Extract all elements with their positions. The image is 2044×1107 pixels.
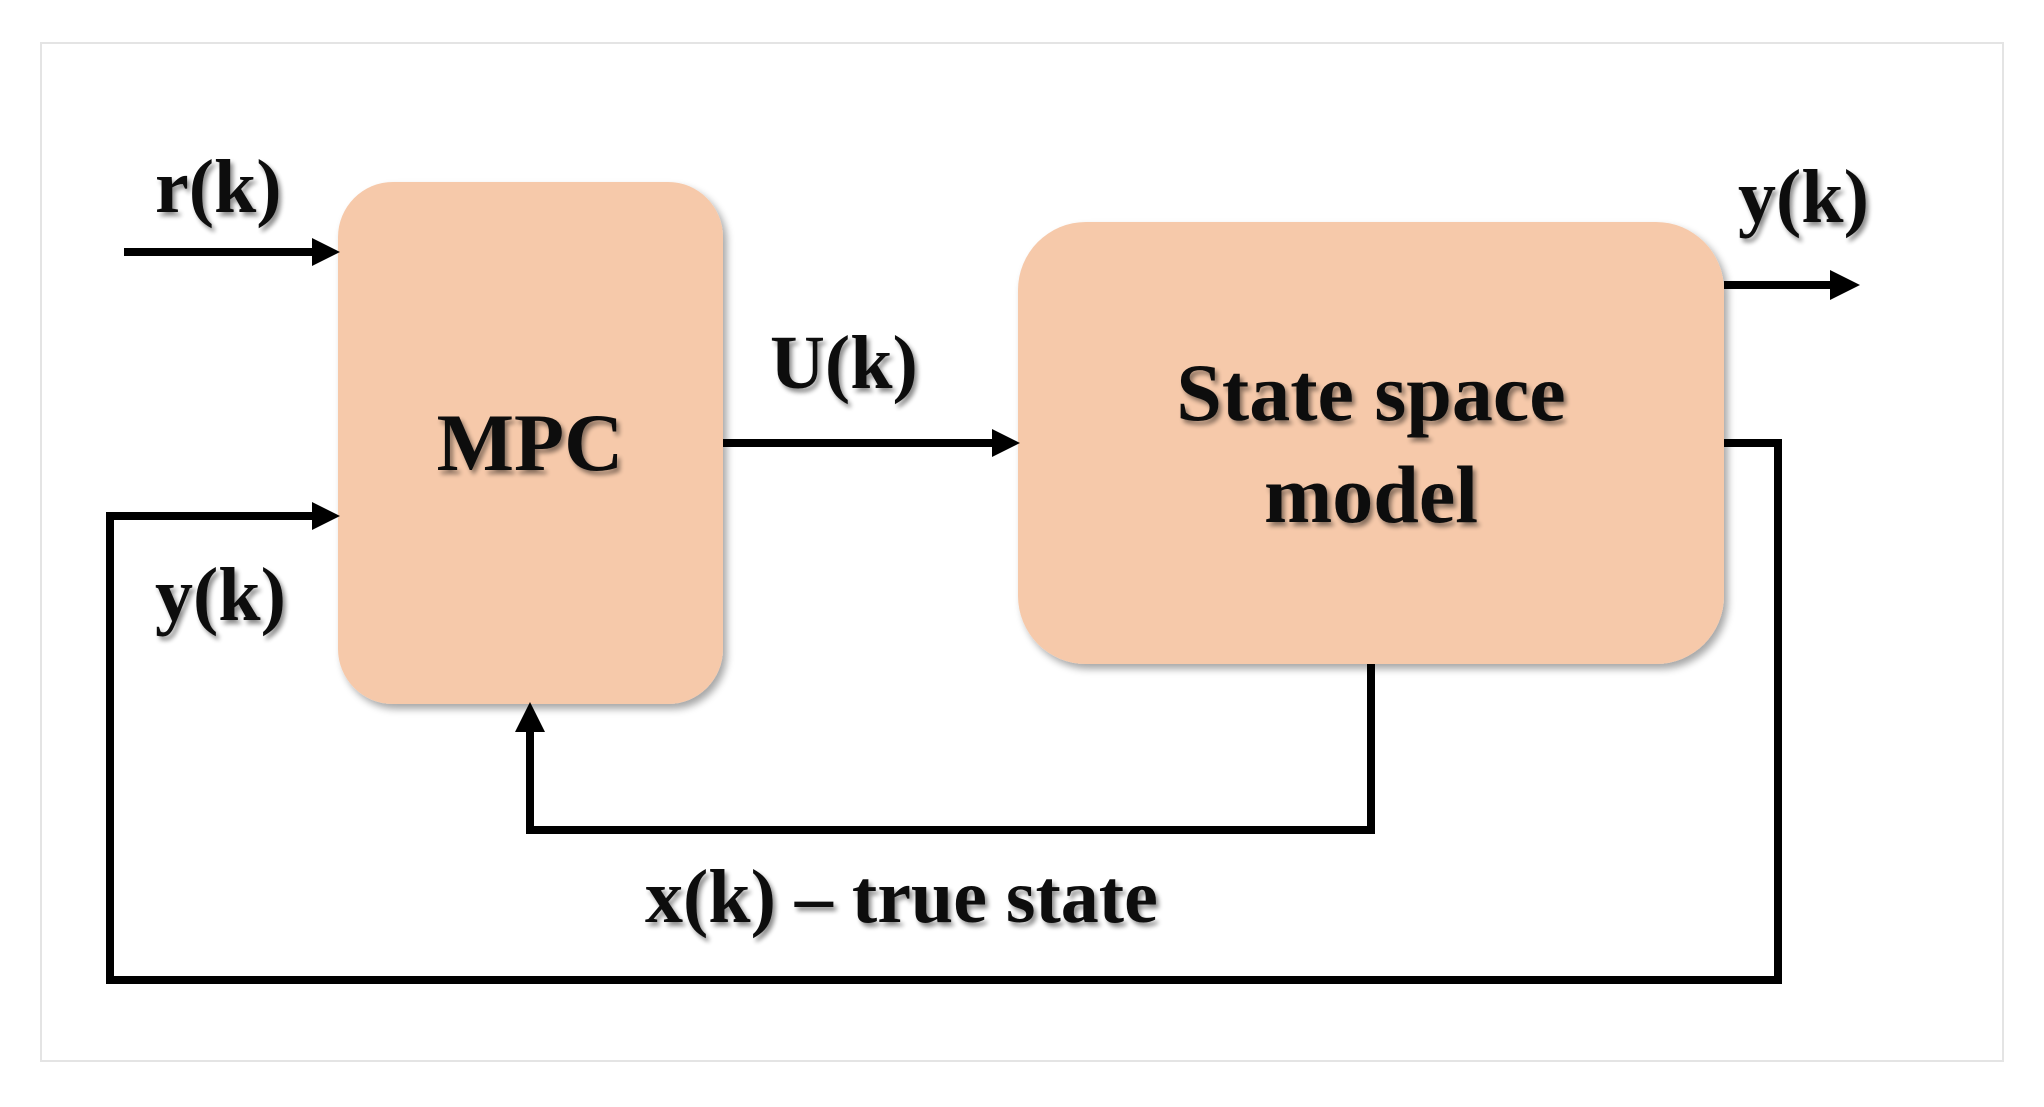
reference-arrowhead [312, 238, 340, 266]
control-signal-arrowhead [992, 429, 1020, 457]
model-label-line1: State space [1176, 347, 1565, 438]
output-feedback-line [106, 439, 1782, 984]
model-label-line2: model [1264, 449, 1478, 540]
reference-label: r(k) [155, 145, 282, 229]
control-signal-label: U(k) [770, 321, 918, 405]
output-label: y(k) [1738, 155, 1869, 239]
state-feedback-arrowhead [515, 702, 545, 732]
mpc-block [338, 182, 723, 704]
output-arrowhead [1830, 270, 1860, 300]
state-feedback-line [526, 664, 1375, 834]
output-feedback-label: y(k) [155, 553, 286, 637]
state-feedback-label: x(k) – true state [645, 855, 1158, 939]
state-space-model-block [1018, 222, 1724, 664]
output-feedback-arrowhead [312, 502, 340, 530]
mpc-label: MPC [437, 397, 624, 488]
